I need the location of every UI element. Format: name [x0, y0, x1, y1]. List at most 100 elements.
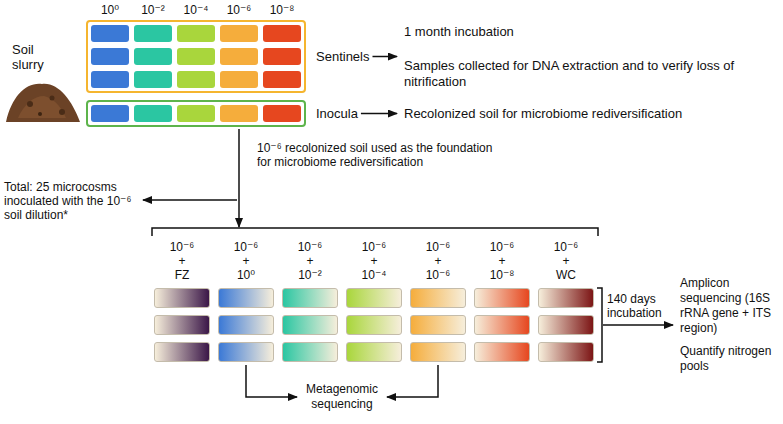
microcosm [538, 315, 594, 335]
column-label: 10⁻⁶ + 10⁻⁶ [426, 240, 451, 282]
sample-tube [220, 25, 258, 42]
dilution-header: 10⁻⁴ [184, 3, 209, 17]
column-header-box: 10⁻⁶ + FZ [154, 238, 210, 282]
microcosm [282, 315, 338, 335]
treatment-column: 10⁻⁶ + 10⁻⁶ [410, 238, 466, 362]
column-header-box: 10⁻⁶ + 10⁻⁶ [410, 238, 466, 282]
microcosm [410, 342, 466, 362]
microcosm [410, 288, 466, 308]
column-header-box: 10⁻⁶ + 10⁻⁸ [474, 238, 530, 282]
treatment-column: 10⁻⁶ + 10⁻² [282, 238, 338, 362]
rack-label: Inocula [316, 106, 358, 121]
step-text: Samples collected for DNA extraction and… [404, 58, 746, 90]
step-text-block: Recolonized soil for microbiome redivers… [400, 106, 775, 122]
sample-tube [134, 25, 172, 42]
soil-shade [18, 96, 66, 118]
microcosm [346, 315, 402, 335]
edge-label: 10⁻⁶ recolonized soil used as the founda… [255, 140, 500, 170]
microcosm [282, 342, 338, 362]
microcosm [346, 288, 402, 308]
flow-arrow [246, 365, 297, 397]
sample-tube [177, 71, 215, 88]
column-label: 10⁻⁶ + 10⁻⁴ [362, 240, 387, 282]
note-label: Total: 25 microcosms inoculated with the… [4, 180, 134, 222]
step-text-block: Metagenomic sequencing [300, 382, 384, 412]
step-text-block: Amplicon sequencing (16S rRNA gene + ITS… [676, 276, 780, 374]
rack-label: Sentinels [316, 49, 369, 64]
dilution-header: 10⁻⁸ [270, 3, 295, 17]
treatment-column: 10⁻⁶ + WC [538, 238, 594, 362]
soil-clump [38, 112, 42, 116]
microcosm [218, 315, 274, 335]
sample-tube [91, 48, 129, 65]
step-text: 1 month incubation [404, 24, 746, 40]
sample-tube [220, 105, 258, 122]
step-text: Recolonized soil for microbiome redivers… [404, 106, 771, 122]
soil-pile [6, 84, 80, 122]
dilution-header: 10⁻⁶ [227, 3, 252, 17]
dilution-header: 10⁻² [141, 3, 165, 17]
sample-tube [263, 105, 301, 122]
flow-arrow [361, 113, 397, 115]
sample-tube [263, 25, 301, 42]
sample-tube [220, 48, 258, 65]
microcosm-group: 10⁻⁶ + FZ 10⁻⁶ + 10⁰ 10⁻⁶ + 10⁻² 10⁻⁶ + 10⁻… [150, 228, 600, 366]
treatment-column: 10⁻⁶ + 10⁰ [218, 238, 274, 362]
sample-set: Sentinels [86, 20, 369, 93]
sample-tube [263, 48, 301, 65]
microcosm [538, 288, 594, 308]
microcosm [154, 315, 210, 335]
dilution-header: 10⁰ [101, 3, 119, 17]
soil-clump [59, 109, 65, 115]
soil-clump [27, 101, 33, 107]
column-header-box: 10⁻⁶ + 10⁻⁴ [346, 238, 402, 282]
treatment-column: 10⁻⁶ + FZ [154, 238, 210, 362]
sample-tube [134, 105, 172, 122]
flow-arrow [387, 365, 438, 397]
sample-tube [134, 71, 172, 88]
sample-tube [177, 48, 215, 65]
flow-arrow [603, 324, 673, 326]
note-label: Soil slurry [12, 42, 64, 72]
treatment-column: 10⁻⁶ + 10⁻⁴ [346, 238, 402, 362]
sample-set: Inocula [86, 100, 358, 127]
microcosm [410, 315, 466, 335]
microcosm [154, 342, 210, 362]
microcosm [474, 315, 530, 335]
column-label: 10⁻⁶ + WC [554, 240, 579, 282]
column-label: 10⁻⁶ + 10⁻⁸ [490, 240, 515, 282]
flow-arrow [372, 56, 397, 58]
microcosm [474, 342, 530, 362]
sample-tube [220, 71, 258, 88]
top-bracket [152, 228, 598, 236]
column-label: 10⁻⁶ + 10⁻² [298, 240, 323, 282]
right-bracket [597, 288, 602, 362]
edge-label: 140 days incubation [605, 291, 671, 321]
sample-tube [91, 105, 129, 122]
treatment-column: 10⁻⁶ + 10⁻⁸ [474, 238, 530, 362]
sample-tube [134, 48, 172, 65]
sample-rack [86, 100, 306, 127]
microcosm [154, 288, 210, 308]
microcosm [282, 288, 338, 308]
microcosm [346, 342, 402, 362]
flow-arrow [238, 129, 240, 227]
sample-tube [91, 71, 129, 88]
step-text: Metagenomic sequencing [304, 382, 380, 412]
sample-tube [91, 25, 129, 42]
sample-tube [263, 71, 301, 88]
soil-clump [50, 96, 55, 101]
step-text-block: 1 month incubationSamples collected for … [400, 24, 750, 90]
sample-tube [177, 105, 215, 122]
step-text: Quantify nitrogen pools [680, 344, 776, 374]
microcosm [218, 342, 274, 362]
column-label: 10⁻⁶ + FZ [170, 240, 195, 282]
column-label: 10⁻⁶ + 10⁰ [234, 240, 259, 282]
microcosm [474, 288, 530, 308]
step-text: Amplicon sequencing (16S rRNA gene + ITS… [680, 276, 776, 336]
column-header-box: 10⁻⁶ + 10⁰ [218, 238, 274, 282]
sample-tube [177, 25, 215, 42]
column-header-box: 10⁻⁶ + 10⁻² [282, 238, 338, 282]
column-header-box: 10⁻⁶ + WC [538, 238, 594, 282]
